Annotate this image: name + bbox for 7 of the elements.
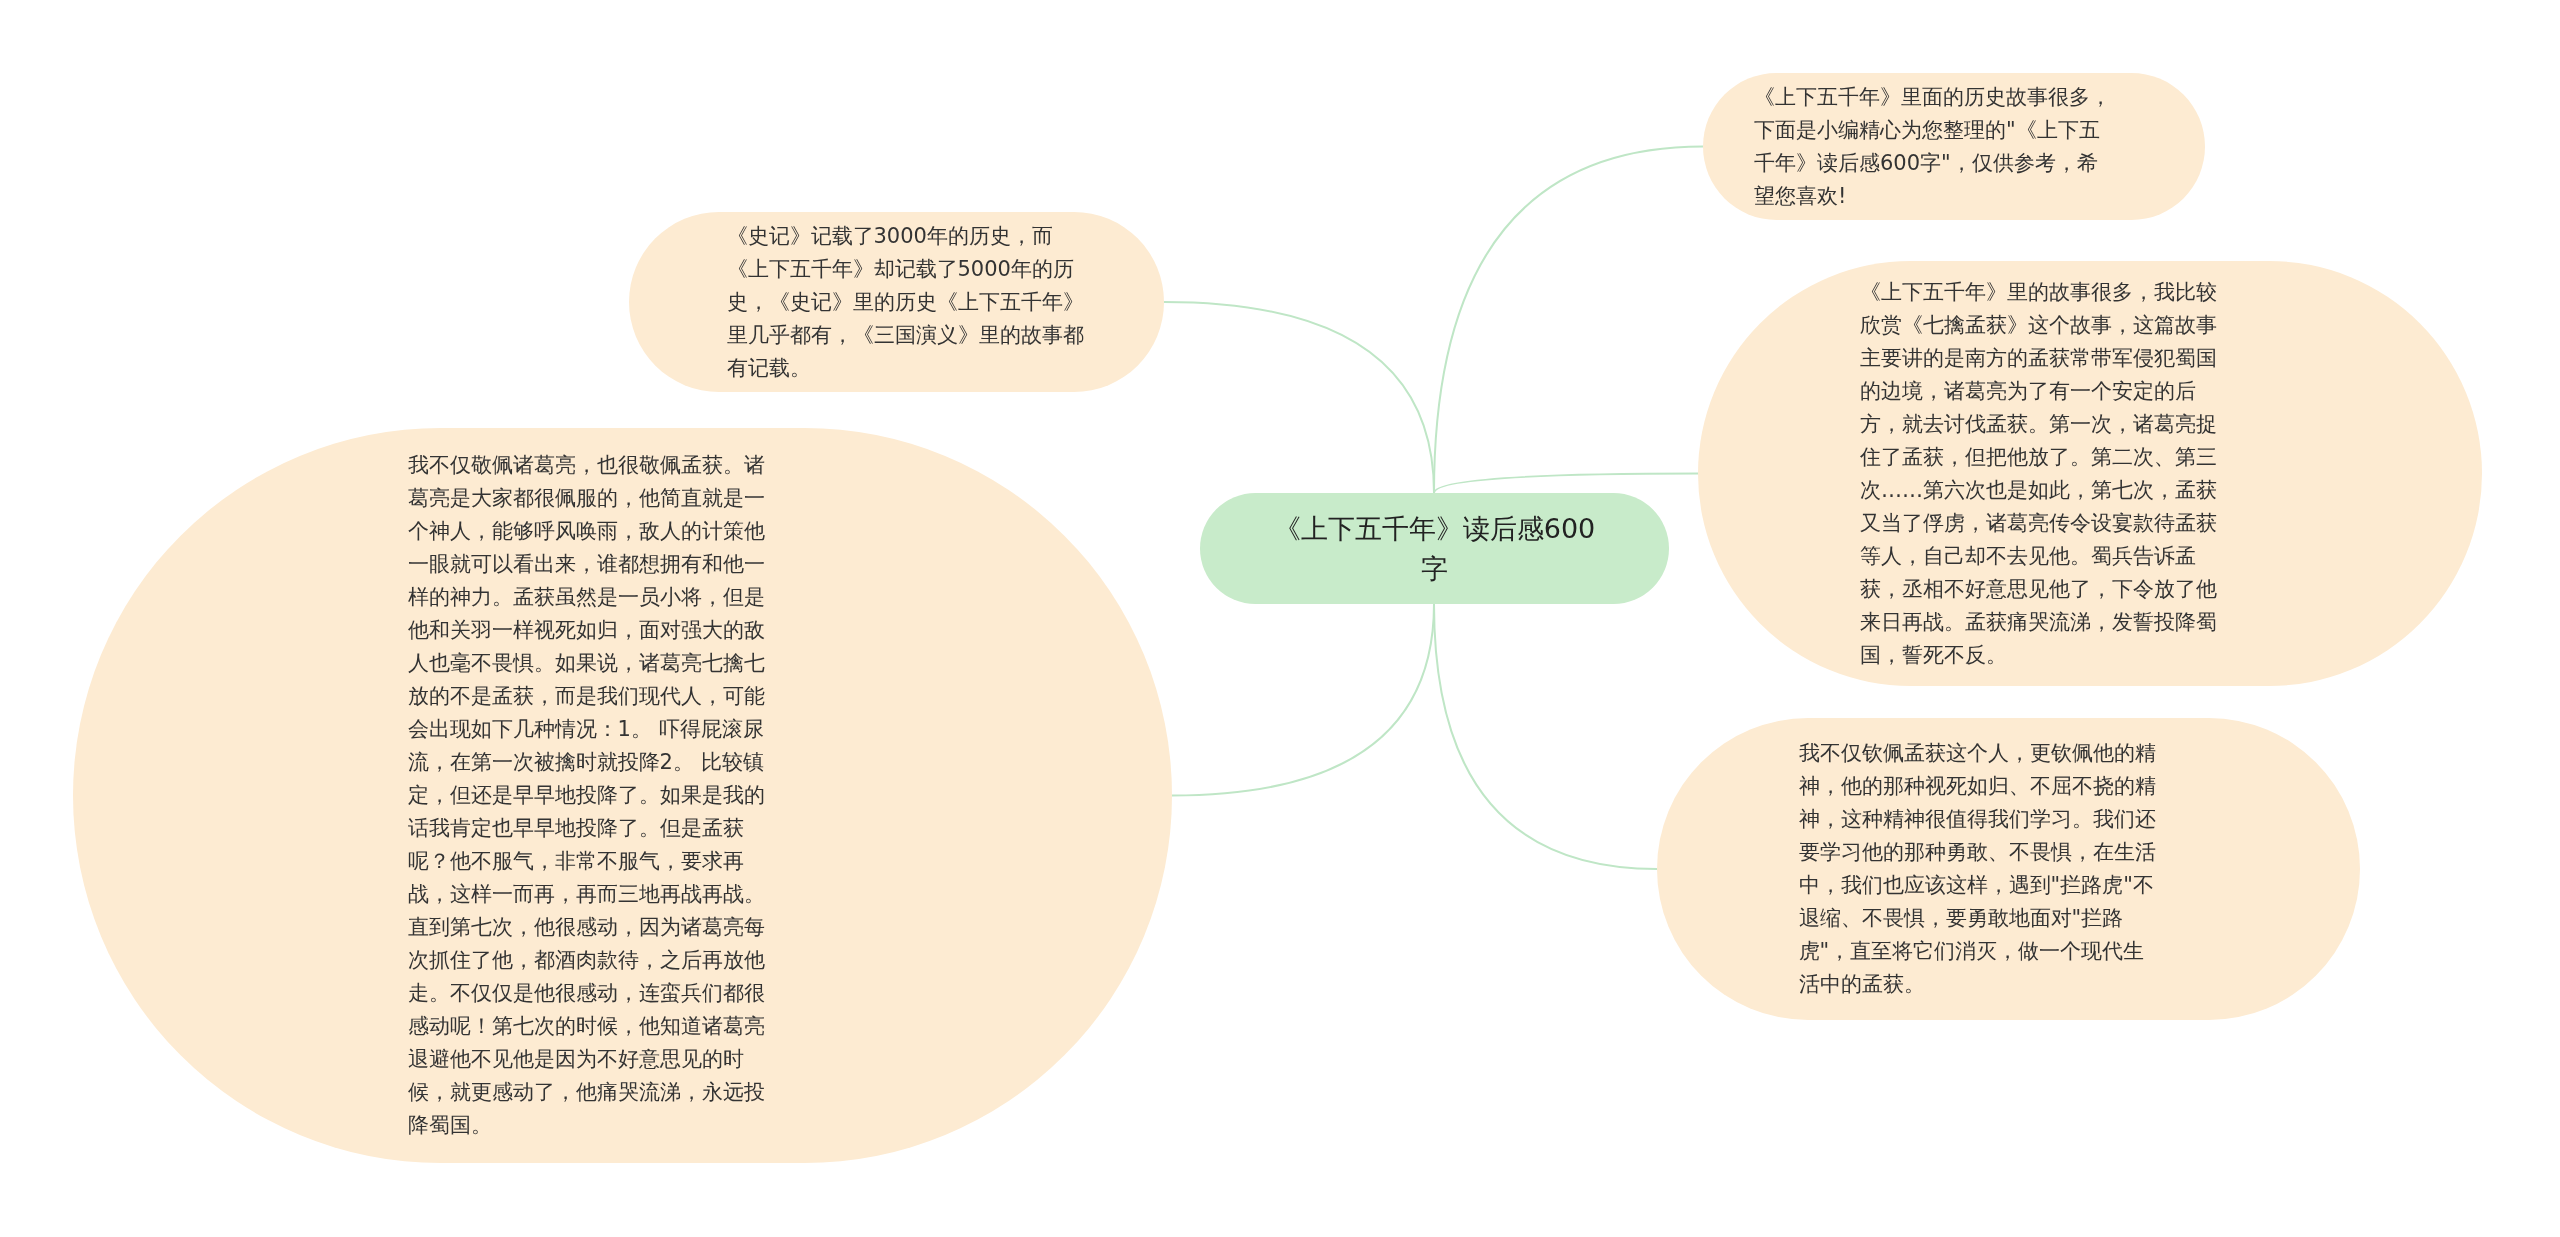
note-text: 《史记》记载了3000年的历史，而《上下五千年》却记载了5000年的历史，《史记》里的历史《上下五千年》里几乎都有，《三国演义》里的故事都有记载。	[726, 222, 1085, 382]
topic-title: 《上下五千年》读后感600字	[1272, 511, 1597, 586]
note-text: 《上下五千年》里面的历史故事很多，下面是小编精心为您整理的"《上下五千年》读后感600字"，仅供参考，希望您喜欢!	[1754, 83, 2112, 210]
note-text: 《上下五千年》里的故事很多，我比较欣赏《七擒孟获》这个故事，这篇故事主要讲的是南方的孟获常带军侵犯蜀国的边境，诸葛亮为了有一个安定的后方，就去讨伐孟获。第一次，诸葛亮捉住了孟获，但把他放了。第二次、第三次……第六次也是如此，第七次，孟获又当了俘虏，诸葛亮传令设宴款待孟获等人，自己却不去见他。蜀兵告诉孟获，丞相不好意思见他了，下令放了他来日再战。孟获痛哭流涕，发誓投降蜀国，誓死不反。	[1860, 278, 2218, 669]
connector-line	[1433, 472, 1699, 494]
note-text: 我不仅钦佩孟获这个人，更钦佩他的精神，他的那种视死如归、不屈不挠的精神，这种精神很值得我们学习。我们还要学习他的那种勇敢、不畏惧，在生活中，我们也应该这样，遇到"拦路虎"不退缩、不畏惧，要勇敢地面对"拦路虎"，直至将它们消灭，做一个现代生活中的孟获。	[1798, 740, 2157, 998]
note-text: 我不仅敬佩诸葛亮，也很敬佩孟获。诸葛亮是大家都很佩服的，他简直就是一个神人，能够呼风唤雨，敌人的计策他一眼就可以看出来，谁都想拥有和他一样的神力。孟获虽然是一员小将，但是他和关羽一样视死如归，面对强大的敌人也毫不畏惧。如果说，诸葛亮七擒七放的不是孟获，而是我们现代人，可能会出现如下几种情况：1。 吓得屁滚尿流，在第一次被擒时就投降2。 比较镇定，但还是早早地投降了。如果是我的话我肯定也早早地投降了。但是孟获呢？他不服气，非常不服气，要求再战，这样一而再，再而三地再战再战。直到第七次，他很感动，因为诸葛亮每次抓住了他，都酒肉款待，之后再放他走。不仅仅是他很感动，连蛮兵们都很感动呢！第七次的时候，他知道诸葛亮退避他不见他是因为不好意思见的时候，就更感动了，他痛哭流涕，永远投降蜀国。	[407, 452, 766, 1139]
